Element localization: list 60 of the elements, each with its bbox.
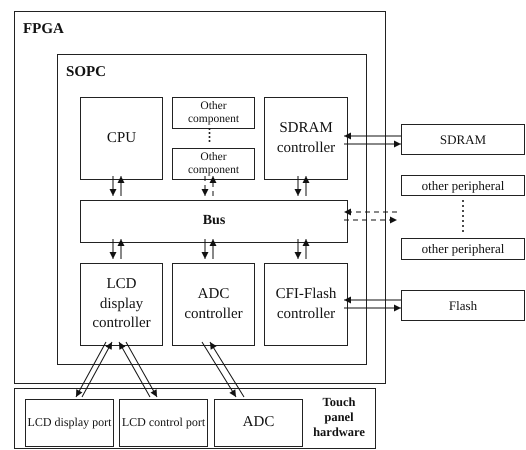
region-title: FPGA xyxy=(23,20,64,38)
controller-box xyxy=(172,263,255,346)
arrow xyxy=(202,176,208,196)
bus-box xyxy=(80,200,348,243)
component-label: LCD display controller xyxy=(91,275,152,334)
port-box xyxy=(25,399,114,447)
component-label: ADC xyxy=(242,413,274,432)
sopc-region xyxy=(57,54,367,365)
region-title: Touch panel hardware xyxy=(312,395,366,440)
controller-box xyxy=(80,263,163,346)
arrow xyxy=(126,342,158,398)
component-label: other peripheral xyxy=(422,241,504,257)
component-box xyxy=(172,97,255,129)
memory-box xyxy=(401,124,525,155)
component-label: LCD control port xyxy=(122,415,206,431)
arrow xyxy=(118,176,124,196)
component-label: Bus xyxy=(202,213,226,230)
memory-box xyxy=(401,290,525,321)
port-box xyxy=(119,399,208,447)
arrow xyxy=(82,342,112,398)
component-label: SDRAM xyxy=(440,132,486,148)
arrow xyxy=(294,176,302,196)
arrow xyxy=(344,132,402,140)
arrow xyxy=(302,176,310,196)
peripheral-box xyxy=(401,238,525,260)
arrow xyxy=(118,238,124,260)
component-label: CFI-Flash controller xyxy=(274,285,338,324)
arrow xyxy=(110,176,116,196)
arrow xyxy=(210,342,244,398)
arrow xyxy=(210,176,216,196)
peripheral-box xyxy=(401,175,525,196)
controller-box xyxy=(264,97,348,180)
arrow xyxy=(344,208,398,216)
component-label: SDRAM controller xyxy=(276,119,336,158)
arrow xyxy=(118,342,150,398)
arrow xyxy=(110,238,116,260)
component-label: Other component xyxy=(186,151,240,177)
component-label: CPU xyxy=(106,128,136,148)
arrow xyxy=(344,296,402,304)
arrow xyxy=(294,238,302,260)
arrow xyxy=(202,238,208,260)
component-label: LCD display port xyxy=(28,415,112,431)
adc-box xyxy=(214,399,303,447)
component-box xyxy=(172,148,255,180)
component-label: Other component xyxy=(186,100,240,126)
component-label: other peripheral xyxy=(422,178,504,194)
arrow xyxy=(302,238,310,260)
component-label: ADC controller xyxy=(183,285,244,324)
hardware-region xyxy=(14,388,376,449)
arrow xyxy=(210,238,216,260)
arrow xyxy=(76,342,106,398)
fpga-region xyxy=(14,11,386,384)
arrow xyxy=(202,342,236,398)
arrow xyxy=(344,304,402,312)
component-label: Flash xyxy=(448,298,478,314)
controller-box xyxy=(264,263,348,346)
region-title: SOPC xyxy=(66,63,106,81)
cpu-box xyxy=(80,97,163,180)
arrow xyxy=(344,140,402,148)
arrow xyxy=(344,216,398,224)
